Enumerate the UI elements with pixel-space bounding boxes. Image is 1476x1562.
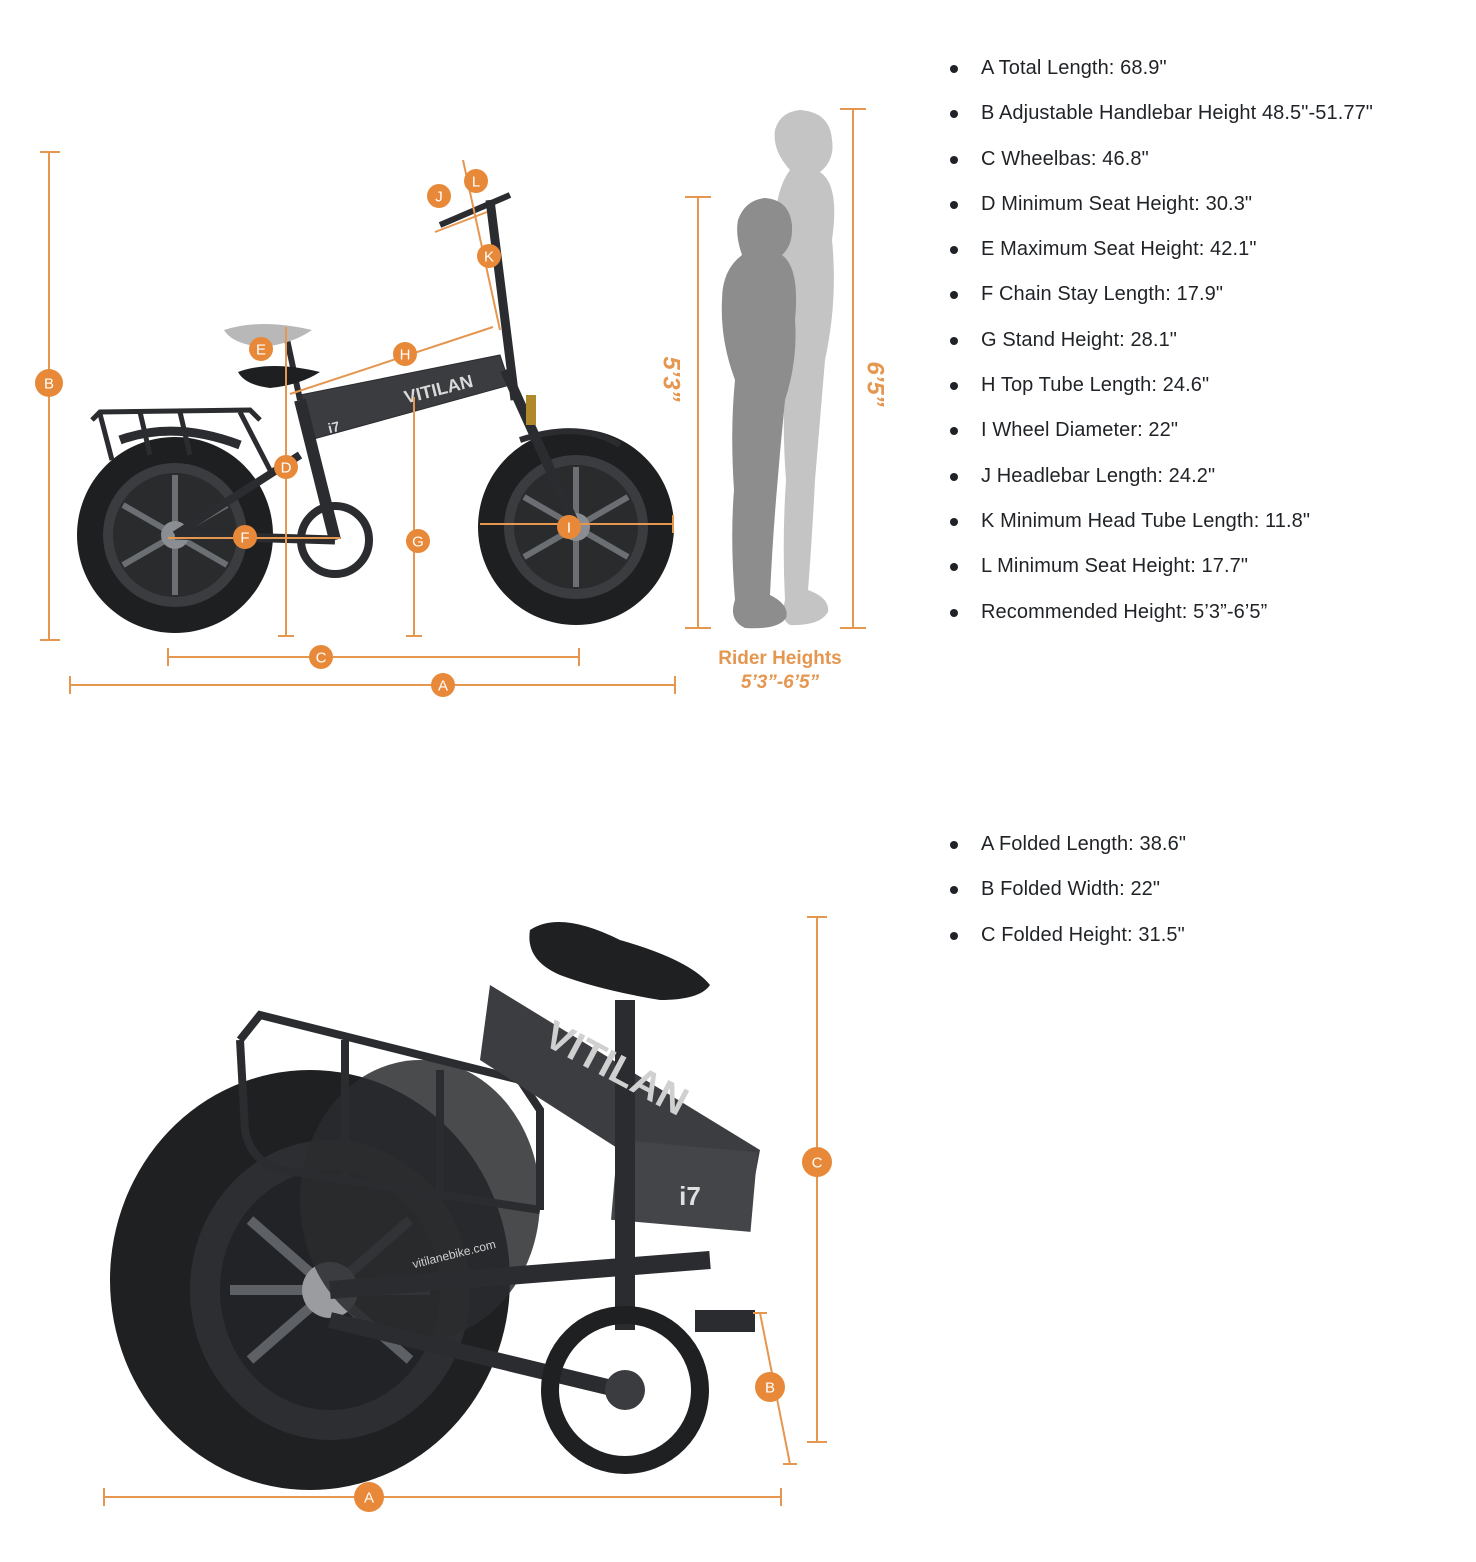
badge-k: K <box>477 244 501 268</box>
spec-text: L Minimum Seat Height: 17.7" <box>981 555 1249 578</box>
unfolded-bike-illustration: VITILAN i7 <box>77 192 674 633</box>
bullet-icon <box>950 563 958 572</box>
folded-dimension-lines <box>103 916 827 1506</box>
spec-item: B Folded Width: 22" <box>948 867 1186 912</box>
short-rider-silhouette <box>721 198 797 629</box>
spec-item: K Minimum Head Tube Length: 11.8" <box>948 499 1373 544</box>
bullet-icon <box>950 110 958 119</box>
rider-silhouettes <box>721 110 835 629</box>
svg-text:B: B <box>44 376 54 393</box>
svg-text:C: C <box>812 1155 823 1172</box>
badge-l: L <box>464 169 488 193</box>
svg-text:D: D <box>281 460 292 477</box>
bullet-icon <box>950 246 958 255</box>
badge-i: I <box>557 515 581 539</box>
svg-text:H: H <box>400 347 411 364</box>
svg-text:E: E <box>256 342 266 359</box>
spec-text: B Folded Width: 22" <box>981 878 1161 901</box>
spec-text: A Folded Length: 38.6" <box>981 833 1187 855</box>
spec-item: B Adjustable Handlebar Height 48.5"-51.7… <box>948 91 1373 136</box>
chainring <box>297 502 373 578</box>
bullet-icon <box>950 336 958 345</box>
spec-text: G Stand Height: 28.1" <box>981 328 1177 351</box>
badge-d: D <box>274 455 298 479</box>
spec-text: I Wheel Diameter: 22" <box>981 419 1179 442</box>
bullet-icon <box>950 472 958 481</box>
bullet-icon <box>950 608 958 617</box>
folded-spec-list: A Folded Length: 38.6" B Folded Width: 2… <box>948 822 1186 958</box>
spec-item: C Wheelbas: 46.8" <box>948 137 1373 182</box>
badge-j: J <box>427 184 451 208</box>
bullet-icon <box>950 886 958 895</box>
bullet-icon <box>950 155 958 164</box>
folded-badge-a: A <box>354 1482 384 1512</box>
spec-item: G Stand Height: 28.1" <box>948 318 1373 363</box>
bullet-icon <box>950 931 958 940</box>
svg-text:K: K <box>484 249 494 266</box>
spec-item: A Total Length: 68.9" <box>948 46 1373 91</box>
frame <box>172 192 622 545</box>
badge-h: H <box>393 342 417 366</box>
spec-text: J Headlebar Length: 24.2" <box>981 464 1216 487</box>
bullet-icon <box>950 200 958 209</box>
svg-text:A: A <box>438 678 448 695</box>
folded-badge-c: C <box>802 1147 832 1177</box>
spec-item: A Folded Length: 38.6" <box>948 822 1186 867</box>
rear-rack <box>90 407 273 472</box>
spec-item: I Wheel Diameter: 22" <box>948 408 1373 453</box>
badge-a: A <box>431 673 455 697</box>
svg-text:B: B <box>765 1380 775 1397</box>
svg-text:C: C <box>316 650 327 667</box>
svg-text:I: I <box>567 520 571 537</box>
folded-bike-illustration: VITILAN i7 vitilanebike.com <box>110 922 760 1490</box>
rider-heights-range: 5’3”-6’5” <box>740 672 820 693</box>
spec-text: A Total Length: 68.9" <box>981 57 1167 79</box>
spec-text: Recommended Height: 5’3”-6’5” <box>981 600 1268 623</box>
frame-model-logo: i7 <box>326 418 341 436</box>
svg-text:L: L <box>472 174 480 191</box>
spec-text: K Minimum Head Tube Length: 11.8" <box>981 509 1311 532</box>
folded-badge-b: B <box>755 1372 785 1402</box>
svg-text:G: G <box>412 534 424 551</box>
seat-raised-ghost <box>224 324 312 347</box>
spec-text: F Chain Stay Length: 17.9" <box>981 283 1224 306</box>
rider-min-height-label: 5’3” <box>657 356 685 402</box>
rider-max-height-label: 6’5” <box>861 361 889 407</box>
spec-text: C Folded Height: 31.5" <box>981 923 1185 946</box>
spec-item: H Top Tube Length: 24.6" <box>948 363 1373 408</box>
spec-text: B Adjustable Handlebar Height 48.5"-51.7… <box>981 102 1373 125</box>
badge-e: E <box>249 337 273 361</box>
badge-g: G <box>406 529 430 553</box>
spec-text: H Top Tube Length: 24.6" <box>981 374 1210 397</box>
svg-text:A: A <box>364 1490 374 1507</box>
badge-b: B <box>35 369 63 397</box>
bullet-icon <box>950 517 958 526</box>
bullet-icon <box>950 841 958 849</box>
spec-text: E Maximum Seat Height: 42.1" <box>981 238 1257 261</box>
spec-item: D Minimum Seat Height: 30.3" <box>948 182 1373 227</box>
folded-frame-model-logo: i7 <box>679 1181 701 1211</box>
svg-text:J: J <box>435 189 443 206</box>
rider-heights-title: Rider Heights <box>718 648 842 669</box>
spec-item: E Maximum Seat Height: 42.1" <box>948 227 1373 272</box>
svg-text:F: F <box>240 530 249 547</box>
spec-item: C Folded Height: 31.5" <box>948 913 1186 958</box>
unfolded-spec-list: A Total Length: 68.9" B Adjustable Handl… <box>948 46 1373 635</box>
bullet-icon <box>950 65 958 73</box>
spec-text: D Minimum Seat Height: 30.3" <box>981 192 1253 215</box>
badge-f: F <box>233 525 257 549</box>
badge-c: C <box>309 645 333 669</box>
spec-item: L Minimum Seat Height: 17.7" <box>948 544 1373 589</box>
folded-badges: A C B <box>354 1147 832 1512</box>
bullet-icon <box>950 427 958 436</box>
spec-item: F Chain Stay Length: 17.9" <box>948 272 1373 317</box>
bullet-icon <box>950 291 958 300</box>
seat <box>238 366 320 388</box>
spec-item: Recommended Height: 5’3”-6’5” <box>948 590 1373 635</box>
spec-text: C Wheelbas: 46.8" <box>981 147 1149 170</box>
unfolded-badges: B C A E H D F G I J L K <box>35 169 581 697</box>
bullet-icon <box>950 382 958 391</box>
spec-item: J Headlebar Length: 24.2" <box>948 454 1373 499</box>
rear-wheel <box>77 437 273 633</box>
